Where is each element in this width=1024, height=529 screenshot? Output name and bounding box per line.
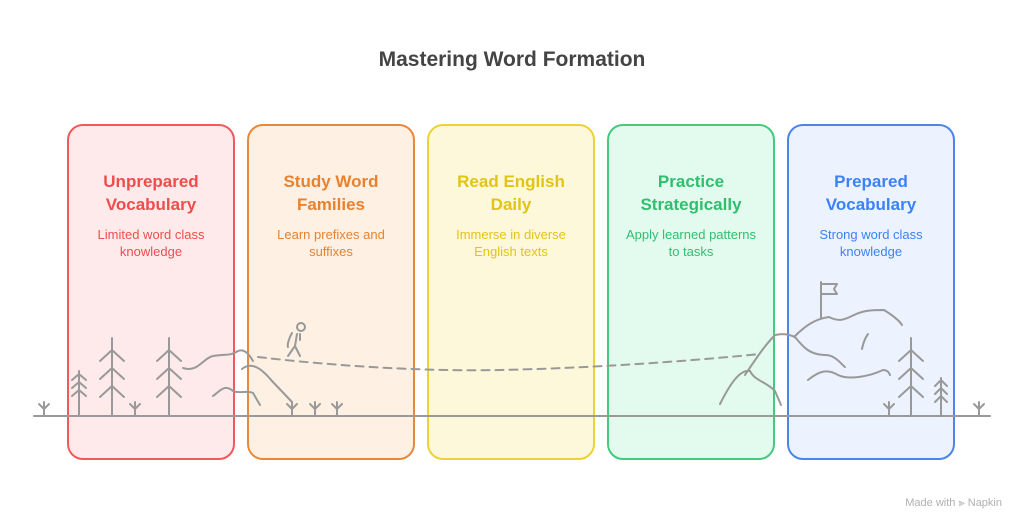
step-heading: Prepared Vocabulary	[825, 172, 917, 214]
hills-icon	[182, 281, 903, 406]
step-heading: Study Word Families	[283, 172, 379, 214]
step-heading: Read English Daily	[457, 172, 565, 214]
step-description: Immerse in diverse English texts	[456, 227, 566, 259]
step-description: Limited word class knowledge	[97, 227, 205, 259]
step-card-prepared-vocabulary: Prepared Vocabulary Strong word class kn…	[787, 124, 955, 460]
hiker-icon	[286, 322, 306, 357]
step-heading: Unprepared Vocabulary	[103, 172, 199, 214]
step-description: Strong word class knowledge	[819, 227, 923, 259]
page-title: Mastering Word Formation	[378, 48, 646, 71]
napkin-watermark: Made with ⫸ Napkin	[905, 497, 1002, 510]
step-heading: Practice Strategically	[640, 172, 742, 214]
napkin-logo-icon: ⫸	[958, 497, 965, 509]
grass-icon	[38, 401, 985, 417]
step-card-read-english-daily: Read English Daily Immerse in diverse En…	[427, 124, 595, 460]
step-card-unprepared-vocabulary: Unprepared Vocabulary Limited word class…	[67, 124, 235, 460]
made-with-label: Made with	[905, 497, 956, 509]
step-description: Learn prefixes and suffixes	[277, 227, 385, 259]
trail-path	[257, 353, 761, 372]
step-description: Apply learned patterns to tasks	[625, 227, 757, 259]
tree-icon	[71, 337, 948, 417]
step-card-practice-strategically: Practice Strategically Apply learned pat…	[607, 124, 775, 460]
brand-label: Napkin	[967, 497, 1002, 509]
